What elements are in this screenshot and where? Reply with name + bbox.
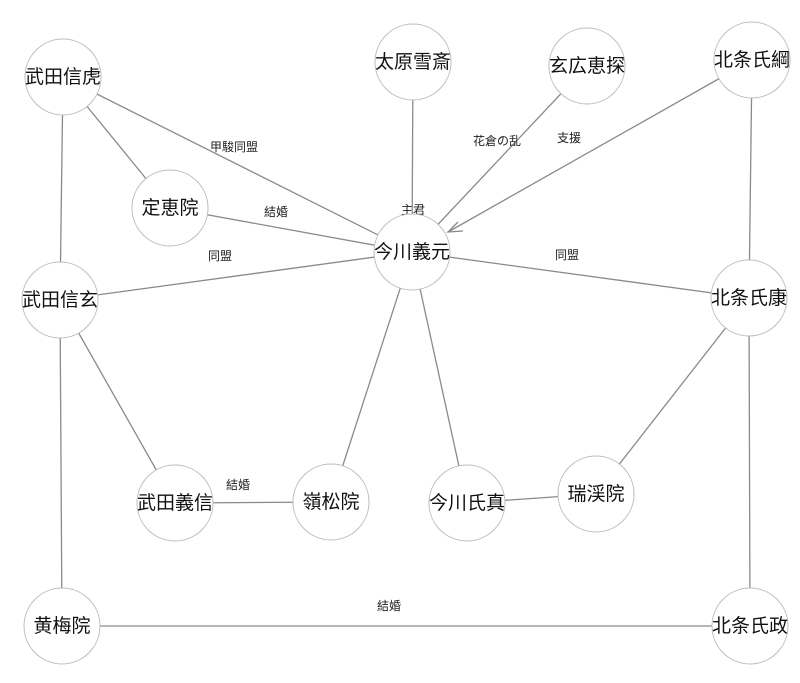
edge-ekei-yoshimoto <box>411 65 588 253</box>
node-taigen-sessai[interactable]: 太原雪斎 <box>374 23 452 101</box>
node-label: 北条氏康 <box>711 287 787 309</box>
node-label: 北条氏綱 <box>714 49 790 71</box>
edge-label-hanakura: 花倉の乱 <box>473 133 521 148</box>
edges <box>59 59 753 627</box>
node-label: 武田信虎 <box>25 66 101 88</box>
edge-ujiyasu-zuikeiin <box>595 297 750 495</box>
edge-label-marriage-jokeiin: 結婚 <box>264 205 288 219</box>
edge-label-marriage-yoshinobu: 結婚 <box>226 478 250 492</box>
edge-jokeiin-yoshimoto <box>169 207 413 253</box>
node-obaiin[interactable]: 黄梅院 <box>23 587 101 665</box>
node-label: 玄広恵探 <box>549 55 625 77</box>
node-label: 今川義元 <box>374 241 450 263</box>
edge-label-support: 支援 <box>557 131 581 145</box>
node-label: 武田信玄 <box>22 289 98 311</box>
edge-ujiyasu-ujimasa <box>748 297 751 627</box>
node-imagawa-ujizane[interactable]: 今川氏真 <box>428 464 506 542</box>
node-label: 定恵院 <box>141 197 198 219</box>
node-hojo-ujiyasu[interactable]: 北条氏康 <box>710 259 788 337</box>
node-label: 北条氏政 <box>712 615 788 637</box>
node-takeda-nobutora[interactable]: 武田信虎 <box>24 38 102 116</box>
edge-shingen-yoshinobu <box>59 299 176 504</box>
edge-label-alliance-shingen: 同盟 <box>208 249 232 263</box>
edge-labels: 甲駿同盟 結婚 主君 花倉の乱 支援 同盟 同盟 結婚 結婚 <box>208 131 581 613</box>
node-label: 瑞渓院 <box>567 483 624 505</box>
edge-label-lord: 主君 <box>401 203 425 217</box>
nodes: 武田信虎 太原雪斎 玄広恵探 北条氏綱 定恵院 今川義元 武田信玄 北条氏康 <box>21 21 791 665</box>
edge-shingen-yoshimoto <box>59 251 413 301</box>
edge-ujitsuna-ujiyasu <box>748 59 753 299</box>
node-takeda-yoshinobu[interactable]: 武田義信 <box>136 464 214 542</box>
node-label: 今川氏真 <box>429 492 505 514</box>
node-jokeiin[interactable]: 定恵院 <box>131 169 209 247</box>
node-hojo-ujimasa[interactable]: 北条氏政 <box>711 587 789 665</box>
node-takeda-shingen[interactable]: 武田信玄 <box>21 261 99 339</box>
node-zuikeiin[interactable]: 瑞渓院 <box>557 455 635 533</box>
edge-label-marriage-obaiin: 結婚 <box>377 599 401 613</box>
edge-shingen-obaiin <box>59 299 63 627</box>
node-label: 太原雪斎 <box>375 51 451 73</box>
edge-label-alliance-ujiyasu: 同盟 <box>555 248 579 262</box>
node-label: 嶺松院 <box>302 491 359 513</box>
edge-yoshimoto-ujiyasu <box>411 251 750 299</box>
edge-label-kosun-alliance: 甲駿同盟 <box>210 140 258 154</box>
edge-ujitsuna-yoshimoto <box>447 59 753 233</box>
node-gengo-ekei[interactable]: 玄広恵探 <box>548 27 626 105</box>
edge-yoshimoto-reishoin <box>330 251 413 503</box>
node-reishoin[interactable]: 嶺松院 <box>292 463 370 541</box>
node-label: 黄梅院 <box>33 615 90 637</box>
node-imagawa-yoshimoto[interactable]: 今川義元 <box>373 213 451 291</box>
node-label: 武田義信 <box>137 492 213 514</box>
edge-nobutora-yoshimoto <box>62 76 413 253</box>
arrowhead-support <box>446 221 464 233</box>
edge-yoshimoto-ujizane <box>411 251 468 504</box>
node-hojo-ujitsuna[interactable]: 北条氏綱 <box>713 21 791 99</box>
